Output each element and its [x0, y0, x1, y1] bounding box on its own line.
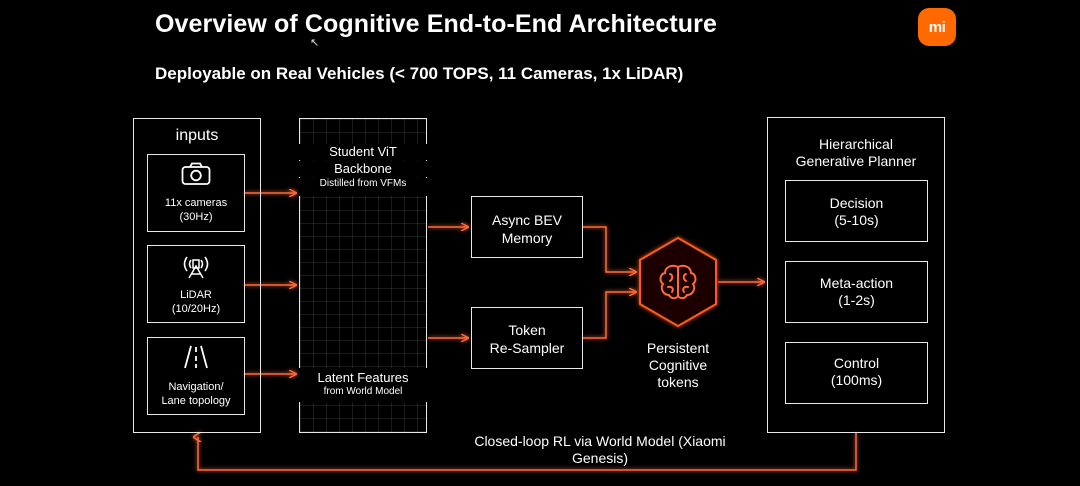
token-resampler-line2: Re-Sampler — [489, 340, 565, 356]
page-subtitle: Deployable on Real Vehicles (< 700 TOPS,… — [155, 64, 684, 83]
planner-meta-action-time: (1-2s) — [838, 292, 875, 308]
planner-title-line1: Hierarchical — [819, 136, 893, 152]
input-cameras-label: 11x cameras — [164, 197, 228, 209]
planner-meta-action-label: Meta-action — [819, 275, 894, 291]
input-lidar — [147, 245, 245, 323]
input-navigation — [147, 337, 245, 415]
token-resampler-line1: Token — [508, 322, 546, 338]
input-navigation-label: Navigation/ — [168, 381, 224, 393]
mouse-cursor-icon: ↖ — [310, 37, 320, 49]
latent-features-subtitle: from World Model — [299, 386, 427, 402]
backbone-subtitle: Distilled from VFMs — [299, 178, 427, 196]
road-icon — [147, 344, 245, 375]
feedback-label-line2: Genesis) — [571, 450, 629, 466]
planner-decision-label: Decision — [829, 195, 884, 211]
brain-icon — [654, 258, 702, 306]
cognitive-tokens-line1: Persistent — [646, 340, 710, 356]
cognitive-tokens-line2: Cognitive — [648, 357, 708, 373]
input-cameras-rate: (30Hz) — [179, 211, 213, 223]
planner-meta-action-box — [785, 261, 928, 323]
planner-decision-time: (5-10s) — [834, 212, 879, 228]
planner-title-line2: Generative Planner — [795, 153, 917, 169]
cognitive-tokens-line3: tokens — [657, 374, 699, 390]
async-bev-line2: Memory — [501, 230, 553, 246]
feedback-label-line1: Closed-loop RL via World Model (Xiaomi — [474, 433, 726, 449]
async-bev-line1: Async BEV — [491, 212, 563, 228]
planner-control-box — [785, 342, 928, 404]
planner-panel — [767, 117, 945, 433]
inputs-panel — [133, 118, 261, 433]
async-bev-memory-box — [471, 196, 583, 258]
latent-features-title: Latent Features — [299, 368, 427, 386]
planner-control-time: (100ms) — [830, 372, 883, 388]
page-title: Overview of Cognitive End-to-End Archite… — [155, 10, 717, 38]
xiaomi-logo: mi — [918, 8, 956, 46]
input-lidar-label: LiDAR — [180, 289, 212, 301]
backbone-title-line2: Backbone — [299, 161, 427, 177]
lidar-icon — [147, 253, 245, 284]
input-navigation-sub: Lane topology — [161, 395, 231, 407]
input-lidar-rate: (10/20Hz) — [171, 303, 221, 315]
camera-icon — [147, 162, 245, 191]
planner-decision-box — [785, 180, 928, 242]
token-resampler-box — [471, 307, 583, 369]
input-cameras — [147, 154, 245, 232]
backbone-title-line1: Student ViT — [299, 144, 427, 160]
inputs-title: inputs — [175, 127, 219, 144]
planner-control-label: Control — [833, 355, 880, 371]
